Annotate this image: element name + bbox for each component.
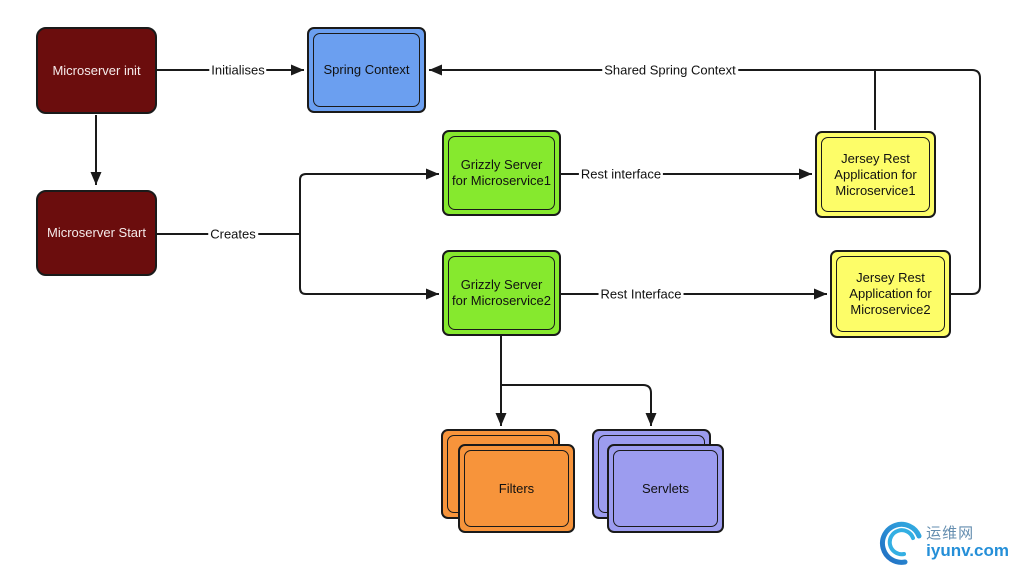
- node-label-line: Jersey Rest: [841, 150, 910, 166]
- node-microserver-init: Microserver init: [36, 27, 157, 114]
- edge-creates-to-grizzly1: [299, 168, 439, 234]
- edge-grizzly2-to-servlets: [501, 384, 657, 426]
- watermark-iyunv: 运维网 iyunv.com: [878, 518, 1009, 568]
- node-servlets: Servlets: [607, 444, 724, 533]
- node-filters: Filters: [458, 444, 575, 533]
- node-grizzly-server-2: Grizzly Server for Microservice2: [442, 250, 561, 336]
- node-label-line: Grizzly Server: [460, 277, 543, 292]
- node-label-line: for Microservice2: [452, 293, 551, 308]
- node-grizzly-server-1: Grizzly Server for Microservice1: [442, 130, 561, 216]
- node-label: Servlets: [642, 480, 689, 496]
- edge-shared-spring-context: [429, 64, 981, 295]
- node-label-line: Application for: [834, 166, 917, 182]
- node-jersey-rest-app-2: Jersey Rest Application for Microservice…: [830, 250, 951, 338]
- node-label: Microserver Start: [47, 225, 146, 240]
- node-label-line: Microservice1: [835, 182, 916, 198]
- node-jersey-rest-app-1: Jersey Rest Application for Microservice…: [815, 131, 936, 218]
- node-spring-context: Spring Context: [307, 27, 426, 113]
- watermark-site-name: 运维网: [926, 525, 975, 543]
- node-label: Filters: [498, 480, 535, 496]
- watermark-site-url: iyunv.com: [926, 540, 1009, 560]
- node-label-line: Jersey Rest: [856, 270, 925, 285]
- node-microserver-start: Microserver Start: [36, 190, 157, 276]
- edge-label-rest-interface-1: Rest interface: [578, 166, 664, 182]
- node-label-line: Application for: [849, 286, 932, 301]
- edge-label-shared-spring-context: Shared Spring Context: [602, 62, 738, 78]
- node-label: Microserver init: [52, 62, 141, 78]
- iyunv-logo-icon: [880, 521, 922, 565]
- node-label-line: Grizzly Server: [460, 157, 543, 172]
- edge-creates-to-grizzly2: [299, 234, 439, 300]
- edge-label-initialises: Initialises: [209, 62, 267, 78]
- edge-label-creates: Creates: [208, 226, 258, 242]
- edge-label-rest-interface-2: Rest Interface: [598, 286, 684, 302]
- node-label-line: for Microservice1: [452, 173, 551, 188]
- node-label: Spring Context: [323, 62, 410, 77]
- node-label-line: Microservice2: [850, 302, 931, 317]
